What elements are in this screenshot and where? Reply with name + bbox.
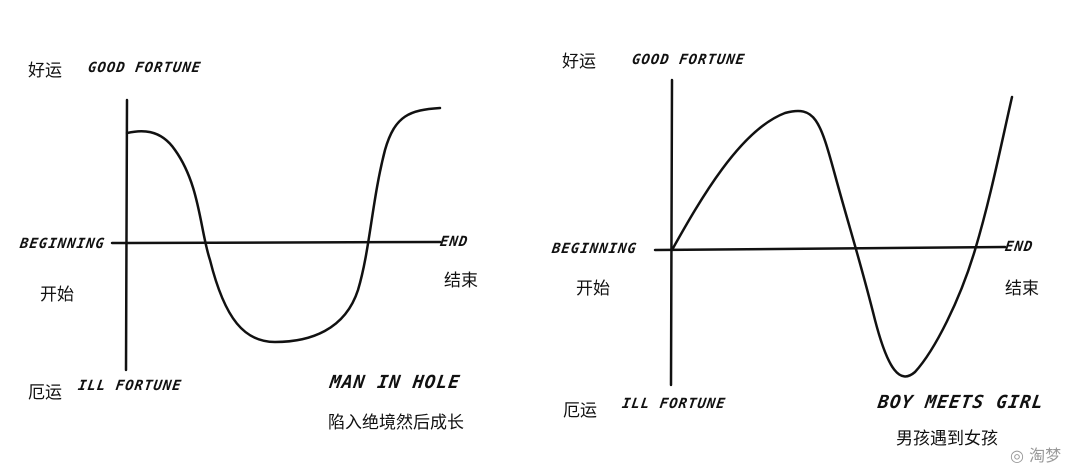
left-end-en: END [438, 234, 470, 250]
watermark: ◎ 淘梦 [1010, 446, 1062, 465]
right-fortune-axis [669, 78, 674, 387]
right-beginning-zh: 开始 [576, 279, 610, 299]
left-time-axis [110, 240, 442, 245]
left-good-fortune-zh: 好运 [28, 61, 62, 81]
left-title-zh: 陷入绝境然后成长 [328, 413, 464, 433]
right-end-en: END [1003, 239, 1035, 255]
right-end-zh: 结束 [1005, 279, 1039, 299]
right-good-fortune-zh: 好运 [562, 52, 596, 72]
left-beginning-en: BEGINNING [18, 236, 106, 252]
left-title-en: MAN IN HOLE [328, 372, 462, 393]
left-beginning-zh: 开始 [40, 285, 74, 305]
right-title-zh: 男孩遇到女孩 [896, 429, 998, 449]
right-time-axis [653, 245, 1007, 252]
right-title-en: BOY MEETS GIRL [876, 392, 1046, 413]
left-man-in-hole-curve [125, 106, 442, 344]
right-ill-fortune-en: ILL FORTUNE [620, 396, 727, 412]
left-ill-fortune-en: ILL FORTUNE [76, 378, 183, 394]
left-ill-fortune-zh: 厄运 [28, 383, 62, 403]
left-end-zh: 结束 [444, 271, 478, 291]
right-ill-fortune-zh: 厄运 [563, 401, 597, 421]
right-boy-meets-girl-curve [670, 95, 1014, 378]
left-good-fortune-en: GOOD FORTUNE [86, 60, 203, 76]
right-good-fortune-en: GOOD FORTUNE [630, 52, 747, 68]
wechat-icon: ◎ [1010, 446, 1024, 465]
right-beginning-en: BEGINNING [550, 241, 638, 257]
left-fortune-axis [124, 98, 129, 372]
